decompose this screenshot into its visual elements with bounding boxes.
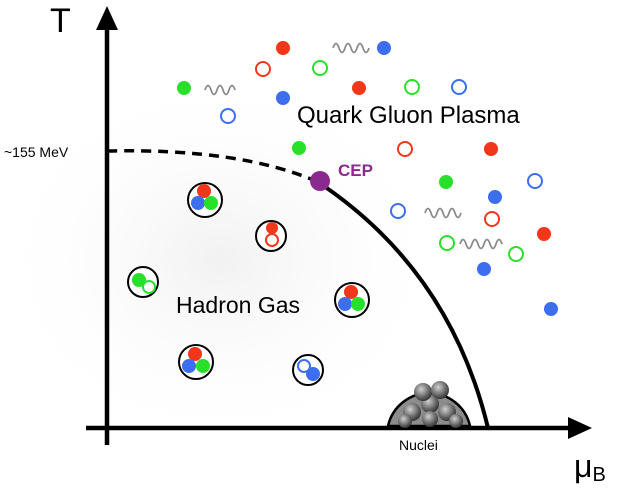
temperature-marker-label: ~155 MeV bbox=[4, 144, 69, 160]
hadron-baryon bbox=[178, 344, 214, 380]
hadron-baryon bbox=[187, 182, 223, 218]
critical-point-marker bbox=[310, 171, 330, 191]
hadron-baryon bbox=[334, 282, 370, 318]
critical-point-label: CEP bbox=[338, 161, 373, 180]
crossover-line bbox=[106, 149, 319, 184]
hadron-meson bbox=[255, 220, 287, 252]
x-axis-label-main: μ bbox=[574, 448, 593, 484]
hadron-phase-label: Hadron Gas bbox=[176, 292, 301, 318]
free-quarks bbox=[177, 41, 558, 316]
x-axis-label-sub: B bbox=[592, 464, 606, 486]
background-halo bbox=[0, 70, 450, 450]
nuclei-label: Nuclei bbox=[399, 437, 438, 453]
axes bbox=[86, 6, 592, 445]
nucleus-icon bbox=[386, 381, 472, 428]
x-axis-label: μB bbox=[574, 448, 606, 487]
gluons bbox=[204, 42, 503, 250]
first-order-line bbox=[316, 180, 490, 429]
hadron-meson bbox=[292, 354, 324, 386]
qgp-phase-label: Quark Gluon Plasma bbox=[297, 102, 520, 129]
y-axis-label: T bbox=[50, 2, 71, 40]
hadron-meson bbox=[127, 266, 159, 298]
